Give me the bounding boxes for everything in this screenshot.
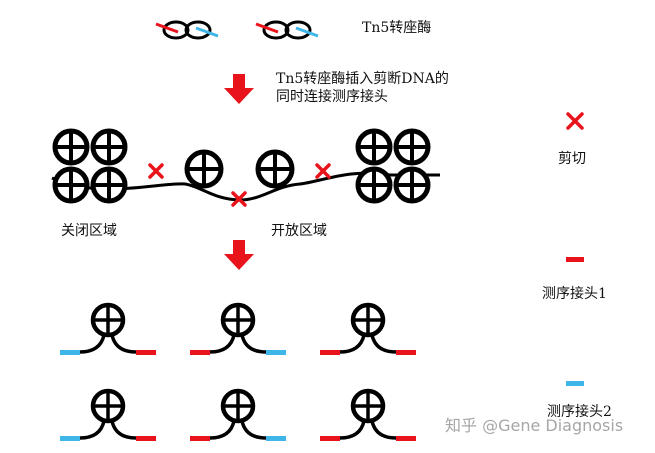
nucleosome-icon: [90, 128, 128, 166]
cut-icon: [315, 163, 331, 179]
watermark: 知乎 @Gene Diagnosis: [445, 416, 624, 435]
nucleosome-icon: [52, 128, 90, 166]
adapter-right: [136, 350, 156, 355]
dna-fragment: [190, 302, 286, 355]
dna-fragment: [190, 388, 286, 441]
legend-cut-label: 剪切: [558, 151, 586, 167]
down-arrow-icon: [224, 240, 254, 270]
dna-fragment: [60, 388, 156, 441]
closed-region-label: 关闭区域: [61, 223, 117, 239]
tn5-label: Tn5转座酶: [362, 20, 432, 36]
cut-icon: [231, 191, 247, 207]
legend-adapter2-icon: [566, 381, 584, 386]
cut-icon: [148, 163, 164, 179]
adapter-right: [136, 436, 156, 441]
nucleosome-icon: [355, 128, 393, 166]
legend-adapter1-label: 测序接头1: [542, 286, 607, 302]
dna-fragment: [320, 388, 416, 441]
adapter-right: [396, 350, 416, 355]
adapter-right: [396, 436, 416, 441]
adapter-right: [266, 436, 286, 441]
nucleosome-icon: [393, 166, 431, 204]
adapter-left: [60, 436, 80, 441]
nucleosome-icon: [52, 166, 90, 204]
open-region-label: 开放区域: [271, 223, 327, 239]
nucleosome-icon: [184, 149, 224, 189]
adapter-left: [320, 350, 340, 355]
down-arrow-icon: [224, 74, 254, 104]
adapter-right: [266, 350, 286, 355]
dna-fragment: [320, 302, 416, 355]
legend-adapter1-icon: [566, 257, 584, 262]
adapter-left: [190, 436, 210, 441]
adapter-left: [190, 350, 210, 355]
nucleosomes: [52, 128, 431, 204]
cut-sites: [148, 163, 331, 207]
nucleosome-icon: [90, 166, 128, 204]
tn5-transposase-icon: [155, 20, 219, 40]
cut-icon: [566, 112, 584, 130]
nucleosome-icon: [355, 166, 393, 204]
nucleosome-icon: [255, 149, 295, 189]
legend-cut-icon: [566, 112, 584, 130]
adapter-left: [60, 350, 80, 355]
tagmented-fragments: [60, 302, 416, 441]
legend-adapter2-label: 测序接头2: [547, 404, 612, 420]
dna-fragment: [60, 302, 156, 355]
step-label-line1: Tn5转座酶插入剪断DNA的: [276, 71, 449, 87]
step-label-line2: 同时连接测序接头: [276, 89, 388, 105]
adapter-left: [320, 436, 340, 441]
tn5-transposase-icon: [255, 20, 319, 40]
nucleosome-icon: [393, 128, 431, 166]
